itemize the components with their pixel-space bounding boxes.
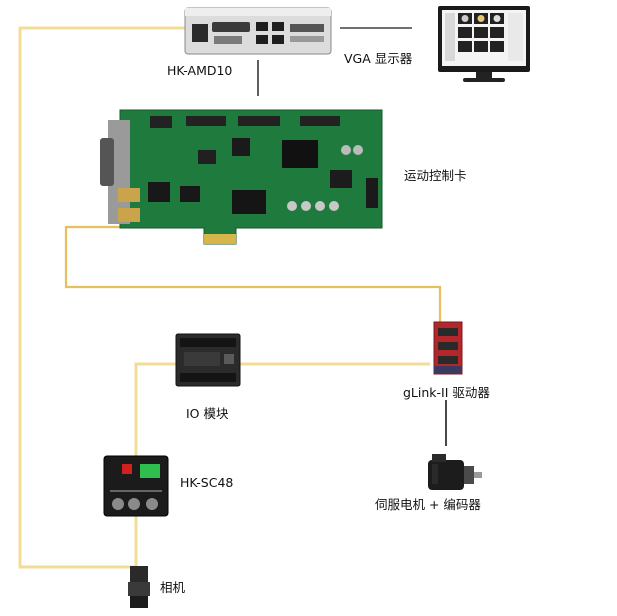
- cable-io-to-controller: [134, 362, 176, 458]
- label-industrial-pc: HK-AMD10: [167, 63, 233, 78]
- industrial-pc: [184, 7, 332, 55]
- io-module: [175, 333, 241, 387]
- connection-lines: [18, 26, 447, 569]
- servo-motor: [428, 454, 482, 490]
- cable-pc-to-camera: [18, 26, 188, 569]
- label-io-module: IO 模块: [186, 406, 229, 421]
- glink-driver: [433, 321, 463, 375]
- label-camera: 相机: [160, 580, 186, 595]
- camera: [128, 566, 150, 608]
- cable-card-to-driver: [64, 225, 442, 322]
- label-servo-motor: 伺服电机 + 编码器: [375, 497, 481, 512]
- label-light-controller: HK-SC48: [180, 475, 234, 490]
- label-motion-card: 运动控制卡: [404, 168, 467, 183]
- motion-control-card: [100, 109, 383, 245]
- label-vga-display: VGA 显示器: [344, 51, 413, 66]
- label-glink-driver: gLink-II 驱动器: [403, 385, 490, 400]
- vga-monitor: [438, 6, 530, 82]
- light-controller: [103, 455, 169, 517]
